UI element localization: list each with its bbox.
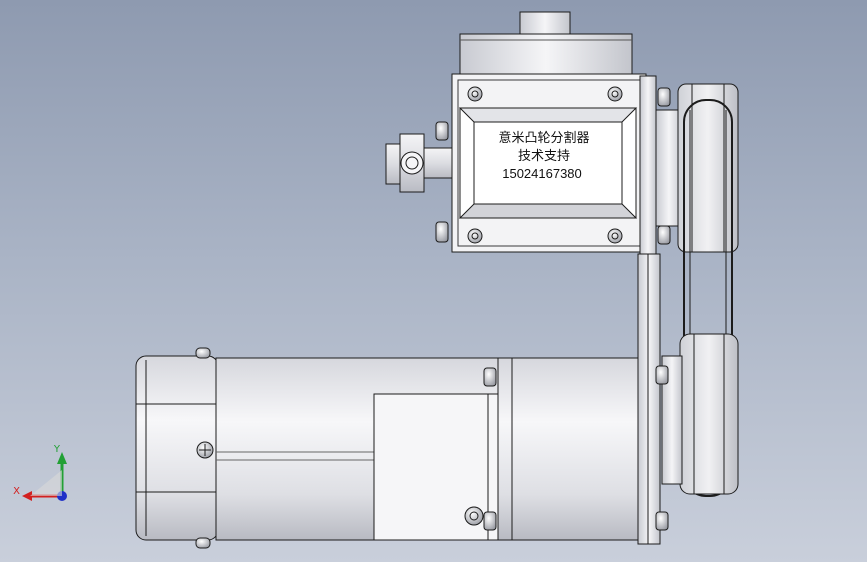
label-line-phone: 15024167380 [502, 166, 582, 181]
cam-indexer[interactable] [385, 11, 683, 255]
top-shaft-boss [519, 11, 571, 37]
housing-bolt [467, 228, 483, 244]
lower-pulley [679, 333, 739, 495]
support-plate [637, 253, 661, 545]
indexer-window [459, 107, 637, 219]
housing-bolt [467, 86, 483, 102]
side-flange [639, 75, 657, 255]
axis-x-label: X [13, 486, 20, 497]
axis-y-label: Y [53, 444, 61, 455]
housing-bolt [607, 228, 623, 244]
belt-drive[interactable] [661, 83, 739, 497]
label-line-support: 技术支持 [518, 149, 570, 164]
axis-triad: Y X [13, 444, 67, 501]
ground-screw [196, 441, 214, 459]
housing-bolt [607, 86, 623, 102]
motor-gearbox [497, 357, 639, 541]
timing-belt [683, 99, 733, 497]
label-line-brand: 意米凸轮分割器 [498, 130, 589, 146]
top-flange [459, 33, 633, 77]
gear-motor[interactable] [135, 347, 669, 549]
upper-pulley [677, 83, 739, 253]
label-plate: 意米凸轮分割器 技术支持 15024167380 [498, 130, 589, 181]
